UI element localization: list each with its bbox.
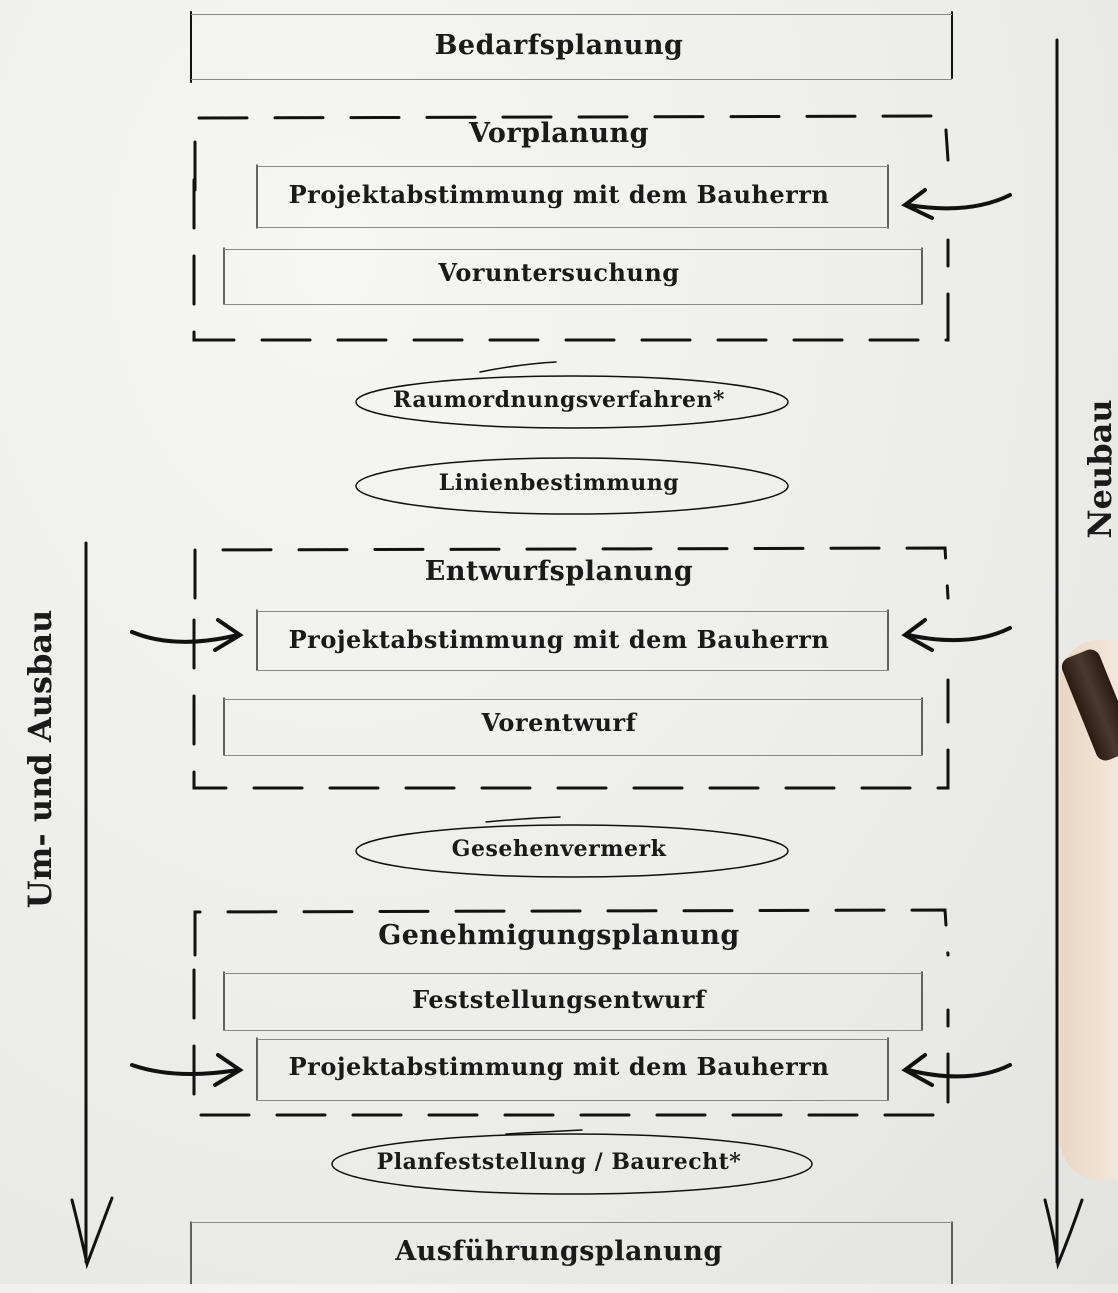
ellipse-gesehenvermerk bbox=[355, 824, 789, 878]
step-raumordnung: Raumordnungsverfahren* bbox=[393, 387, 725, 413]
step-voruntersuchung: Voruntersuchung bbox=[438, 258, 680, 287]
step-bedarfsplanung: Bedarfsplanung bbox=[434, 30, 684, 61]
step-ausfuehrungsplanung: Ausführungsplanung bbox=[395, 1236, 723, 1267]
group-frame-genehmigungsplanung bbox=[192, 908, 950, 1117]
step-vorplanung: Vorplanung bbox=[468, 118, 650, 149]
ellipse-planfeststellung bbox=[331, 1133, 813, 1195]
box-projektabstimmung-3 bbox=[257, 1039, 888, 1101]
box-vorentwurf bbox=[224, 699, 922, 756]
group-frame-entwurfsplanung bbox=[192, 546, 950, 790]
box-projektabstimmung-2 bbox=[257, 611, 888, 671]
box-voruntersuchung bbox=[224, 249, 922, 305]
box-bedarfsplanung bbox=[191, 14, 952, 80]
axis-neubau: Neubau bbox=[1081, 399, 1118, 539]
ellipse-linienbestimmung bbox=[355, 457, 789, 515]
curved-arrow-icon bbox=[901, 188, 1012, 1087]
step-planfeststellung: Planfeststellung / Baurecht* bbox=[376, 1149, 742, 1175]
box-projektabstimmung-1 bbox=[257, 166, 888, 228]
step-entwurfsplanung: Entwurfsplanung bbox=[424, 556, 694, 587]
ellipse-raumordnung bbox=[355, 375, 789, 429]
box-feststellungsentwurf bbox=[224, 973, 922, 1031]
group-frame-vorplanung bbox=[192, 114, 950, 342]
step-linienbestimmung: Linienbestimmung bbox=[438, 470, 680, 496]
step-projektabstimmung-3: Projektabstimmung mit dem Bauherrn bbox=[288, 1052, 830, 1081]
step-projektabstimmung-1: Projektabstimmung mit dem Bauherrn bbox=[288, 180, 830, 209]
step-feststellungsentwurf: Feststellungsentwurf bbox=[412, 985, 706, 1014]
step-projektabstimmung-2: Projektabstimmung mit dem Bauherrn bbox=[288, 625, 830, 654]
axis-um-ausbau: Um- und Ausbau bbox=[21, 609, 59, 909]
box-ausfuehrungsplanung bbox=[191, 1222, 952, 1293]
step-genehmigungsplanung: Genehmigungsplanung bbox=[378, 920, 740, 951]
step-vorentwurf: Vorentwurf bbox=[481, 708, 637, 737]
curved-arrow-icon bbox=[130, 618, 244, 1087]
step-gesehenvermerk: Gesehenvermerk bbox=[451, 836, 667, 862]
